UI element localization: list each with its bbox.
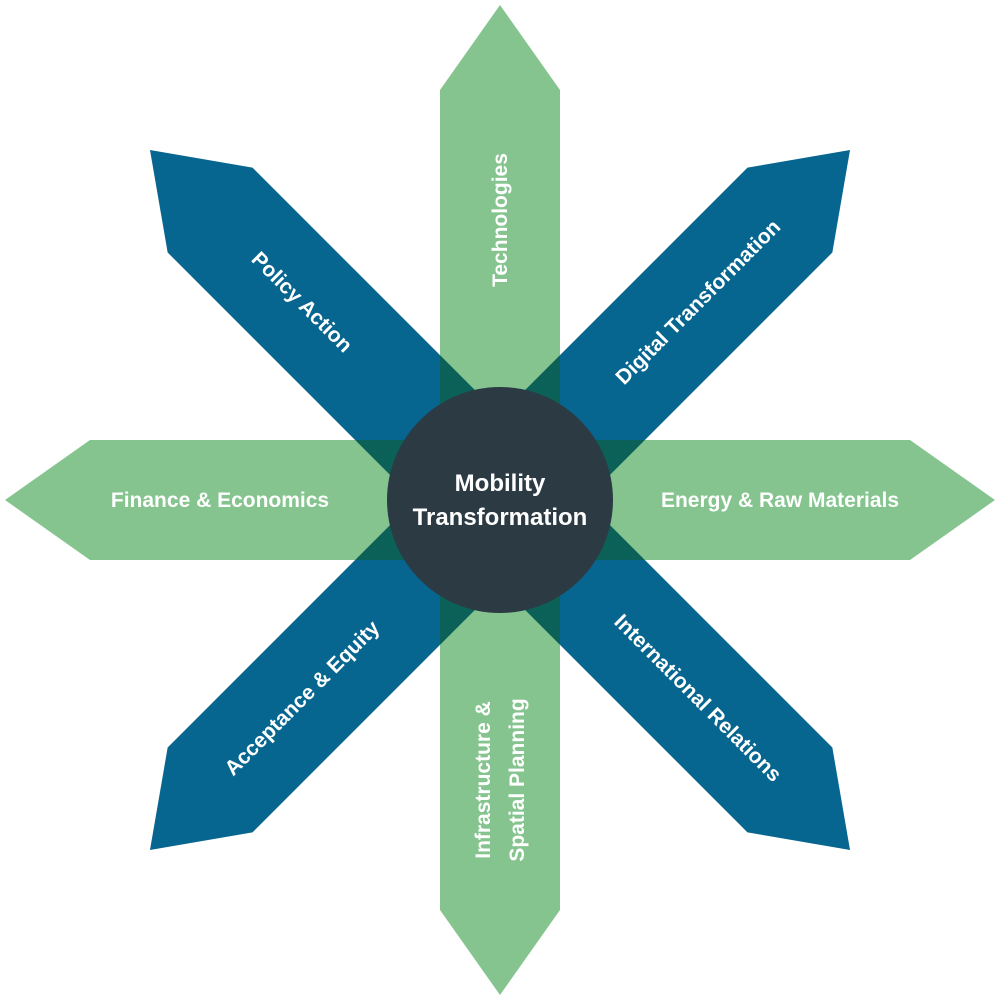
hub-circle [387,387,613,613]
label-finance-economics: Finance & Economics [111,489,329,512]
hub-title-line-1: Mobility [455,470,546,497]
label-technologies-line-1: Technologies [489,153,512,287]
hub-title-line-2: Transformation [413,504,588,531]
label-infrastructure-spatial-planning: Infrastructure & Spatial Planning [472,698,529,861]
label-technologies: Technologies [489,153,512,287]
label-infrastructure-spatial-planning-line-1: Infrastructure & [472,701,495,859]
label-energy-raw-materials: Energy & Raw Materials [661,489,899,512]
label-finance-economics-line-1: Finance & Economics [111,489,329,512]
label-energy-raw-materials-line-1: Energy & Raw Materials [661,489,899,512]
label-infrastructure-spatial-planning-line-2: Spatial Planning [506,698,529,861]
